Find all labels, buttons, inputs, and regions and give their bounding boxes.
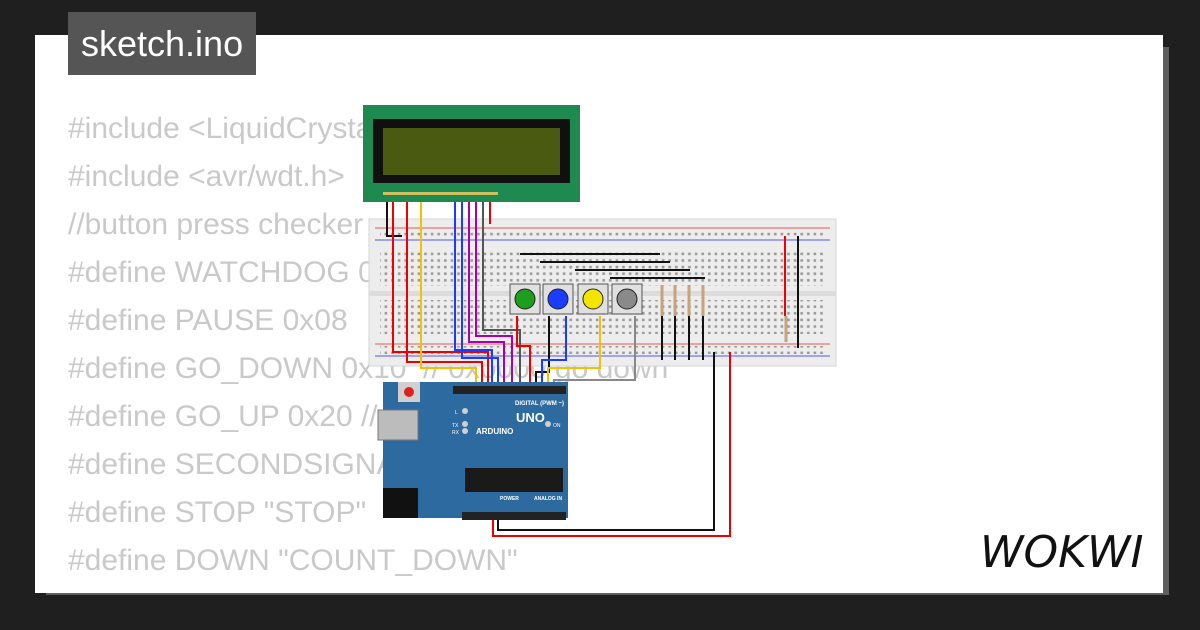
digital-pins-label: DIGITAL (PWM ~) bbox=[515, 401, 564, 407]
power-pins-label: POWER bbox=[500, 496, 519, 502]
resistor-bank[interactable] bbox=[660, 285, 788, 342]
lcd-display[interactable] bbox=[363, 105, 580, 202]
led-rx-icon bbox=[462, 428, 468, 434]
atmega-chip-icon bbox=[465, 468, 563, 492]
reset-button-cap[interactable] bbox=[404, 387, 414, 397]
filename-tab[interactable]: sketch.ino bbox=[68, 12, 257, 75]
rx-led-label: RX bbox=[452, 430, 460, 436]
on-led-label: ON bbox=[553, 423, 561, 429]
wires bbox=[386, 195, 799, 537]
wokwi-logo[interactable]: WOKWI bbox=[976, 523, 1152, 579]
code-line-10: #define DOWN "COUNT_DOWN" bbox=[68, 544, 518, 577]
wokwi-logo-text: WOKWI bbox=[980, 527, 1143, 578]
tx-led-label: TX bbox=[452, 423, 459, 429]
led-tx-icon bbox=[462, 421, 468, 427]
code-line-3: //button press checker bbox=[68, 208, 364, 241]
power-analog-header bbox=[462, 512, 566, 520]
push-button-green[interactable] bbox=[509, 283, 541, 315]
arduino-brand-label: ARDUINO bbox=[476, 427, 513, 436]
push-button-blue[interactable] bbox=[542, 283, 574, 315]
code-line-2: #include <avr/wdt.h> bbox=[68, 160, 345, 193]
digital-header bbox=[453, 386, 566, 394]
push-button-grey[interactable] bbox=[611, 283, 643, 315]
code-line-11: #define UP "COUNT_UP" bbox=[68, 585, 668, 593]
usb-port-icon bbox=[377, 409, 419, 441]
analog-pins-label: ANALOG IN bbox=[534, 496, 562, 502]
power-jack-icon bbox=[383, 488, 418, 518]
arduino-uno-board[interactable]: UNO ARDUINO DIGITAL (PWM ~) POWER ANALOG… bbox=[377, 382, 568, 520]
arduino-model-label: UNO bbox=[516, 410, 545, 425]
led-on-icon bbox=[545, 421, 551, 427]
l-led-label: L bbox=[455, 410, 458, 416]
code-line-9: #define STOP "STOP" bbox=[68, 496, 367, 529]
code-line-5: #define PAUSE 0x08 bbox=[68, 304, 348, 337]
led-l-icon bbox=[462, 408, 468, 414]
push-button-yellow[interactable] bbox=[577, 283, 609, 315]
